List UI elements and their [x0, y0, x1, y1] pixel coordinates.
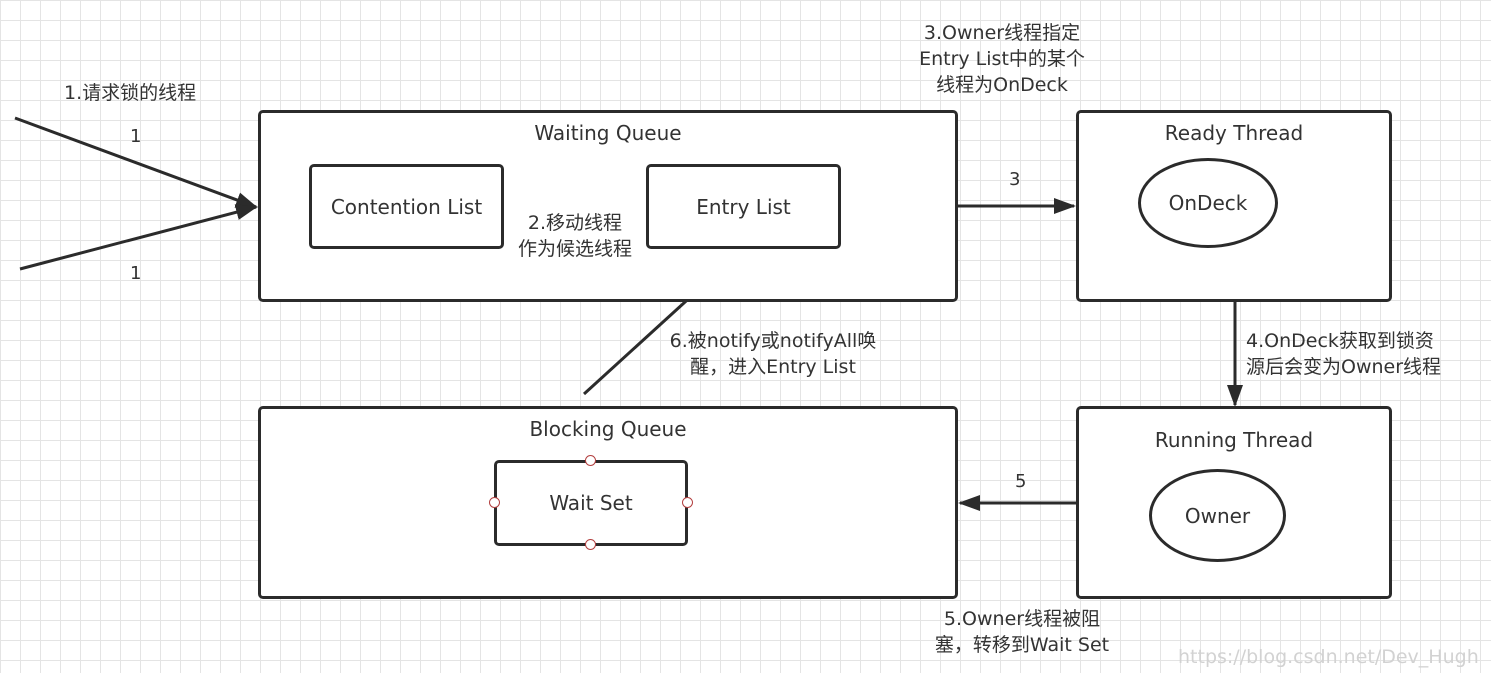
wait-set-handle-top[interactable]: [585, 455, 596, 466]
annotation-step1-line: 1.请求锁的线程: [64, 82, 197, 104]
edge-label-to-ready: 3: [1009, 169, 1021, 190]
annotation-step5-line1: 5.Owner线程被阻: [943, 608, 1101, 630]
edge-label-in-upper: 1: [130, 126, 142, 147]
contention-list-box: Contention List: [309, 164, 504, 249]
annotation-step4: 4.OnDeck获取到锁资 源后会变为Owner线程: [1246, 328, 1441, 380]
wait-set-handle-left[interactable]: [489, 497, 500, 508]
owner-ellipse: Owner: [1149, 469, 1286, 562]
owner-label: Owner: [1184, 503, 1251, 528]
arrow-in-lower: [19, 204, 258, 271]
ready-thread-title: Ready Thread: [1164, 121, 1304, 145]
annotation-step6-line2: 醒，进入Entry List: [690, 356, 856, 378]
annotation-step4-line1: 4.OnDeck获取到锁资: [1246, 330, 1434, 352]
running-thread-title: Running Thread: [1154, 428, 1314, 452]
blocking-queue-title: Blocking Queue: [529, 417, 687, 441]
annotation-step2-line1: 2.移动线程: [527, 212, 623, 234]
annotation-step2: 2.移动线程 作为候选线程: [503, 210, 647, 262]
arrow-in-upper: [14, 116, 258, 209]
annotation-step3-line1: 3.Owner线程指定: [923, 22, 1081, 44]
annotation-step6-line1: 6.被notify或notifyAll唤: [669, 330, 877, 352]
wait-set-label: Wait Set: [549, 491, 633, 515]
entry-list-label: Entry List: [696, 194, 791, 219]
annotation-step5: 5.Owner线程被阻 塞，转移到Wait Set: [910, 606, 1134, 658]
annotation-step5-line2: 塞，转移到Wait Set: [934, 634, 1110, 656]
ondeck-ellipse: OnDeck: [1138, 158, 1278, 248]
annotation-step4-line2: 源后会变为Owner线程: [1246, 356, 1442, 378]
annotation-step2-line2: 作为候选线程: [517, 238, 632, 260]
entry-list-box: Entry List: [646, 164, 841, 249]
annotation-step6: 6.被notify或notifyAll唤 醒，进入Entry List: [657, 328, 889, 380]
wait-set-handle-bottom[interactable]: [585, 539, 596, 550]
wait-set-handle-right[interactable]: [682, 497, 693, 508]
waiting-queue-title: Waiting Queue: [534, 121, 682, 145]
annotation-step3-line2: Entry List中的某个: [919, 48, 1085, 70]
edge-label-in-lower: 1: [130, 263, 142, 284]
annotation-step3-line3: 线程为OnDeck: [936, 74, 1068, 96]
wait-set-box: Wait Set: [494, 460, 688, 546]
waiting-queue-box: Waiting Queue: [258, 110, 958, 302]
watermark: https://blog.csdn.net/Dev_Hugh: [1178, 646, 1479, 668]
annotation-step3: 3.Owner线程指定 Entry List中的某个 线程为OnDeck: [902, 20, 1102, 98]
ondeck-label: OnDeck: [1168, 191, 1248, 215]
contention-list-label: Contention List: [330, 194, 483, 219]
edge-label-to-blocking: 5: [1015, 471, 1027, 492]
annotation-step1: 1.请求锁的线程: [64, 80, 196, 106]
